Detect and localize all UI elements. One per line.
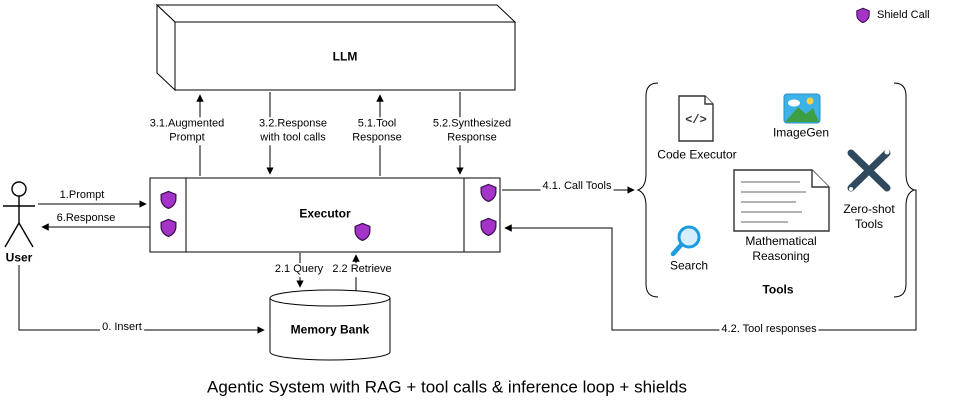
shield-icon — [480, 183, 497, 203]
edge-tool-responses-label: 4.2. Tool responses — [719, 323, 819, 337]
executor-box — [149, 177, 501, 253]
edge-insert-label: 0. Insert — [100, 321, 144, 335]
tools-group-label: Tools — [762, 282, 794, 297]
shield-icon — [856, 7, 870, 24]
llm-box — [155, 3, 517, 92]
executor-label: Executor — [299, 206, 351, 221]
imagegen-label: ImageGen — [772, 125, 830, 140]
tools-bracket-right — [893, 82, 916, 298]
code-glyph: </> — [685, 113, 707, 127]
llm-label: LLM — [332, 49, 358, 64]
shield-icon — [160, 190, 177, 210]
search-label: Search — [669, 258, 709, 273]
crossed-tools-icon — [847, 149, 891, 192]
math-document-icon — [733, 169, 830, 232]
user-actor-icon — [3, 181, 35, 248]
edge-insert — [18, 265, 265, 334]
edge-augmented-prompt-label: 3.1.Augmented Prompt — [147, 117, 227, 145]
shield-icon — [354, 222, 371, 242]
edge-response-label: 6.Response — [54, 212, 118, 226]
zero-shot-tools-label: Zero-shot Tools — [843, 202, 895, 231]
shield-icon — [480, 217, 497, 237]
edge-response-with-tool-calls-label: 3.2.Response with tool calls — [257, 117, 329, 145]
edge-prompt-label: 1.Prompt — [57, 189, 107, 203]
diagram-title: Agentic System with RAG + tool calls & i… — [206, 377, 688, 397]
mathematical-reasoning-label: Mathematical Reasoning — [745, 234, 817, 263]
database-cylinder-icon — [269, 289, 391, 361]
edge-synthesized-response-label: 5.2.Synthesized Response — [430, 117, 514, 145]
imagegen-icon — [783, 93, 821, 124]
tools-bracket-left — [636, 82, 659, 298]
legend-shield-call-label: Shield Call — [877, 9, 930, 22]
edge-query-label: 2.1 Query — [272, 263, 326, 277]
code-file-icon: </> — [678, 95, 714, 142]
edge-tool-response-label: 5.1.Tool Response — [350, 117, 404, 145]
user-label: User — [5, 250, 33, 265]
equations — [741, 181, 806, 223]
code-executor-label: Code Executor — [657, 147, 737, 162]
shield-icon — [160, 218, 177, 238]
memory-bank-label: Memory Bank — [290, 322, 370, 337]
edge-call-tools-label: 4.1. Call Tools — [540, 180, 614, 194]
edge-retrieve-label: 2.2 Retrieve — [330, 263, 394, 277]
search-icon — [670, 225, 701, 257]
